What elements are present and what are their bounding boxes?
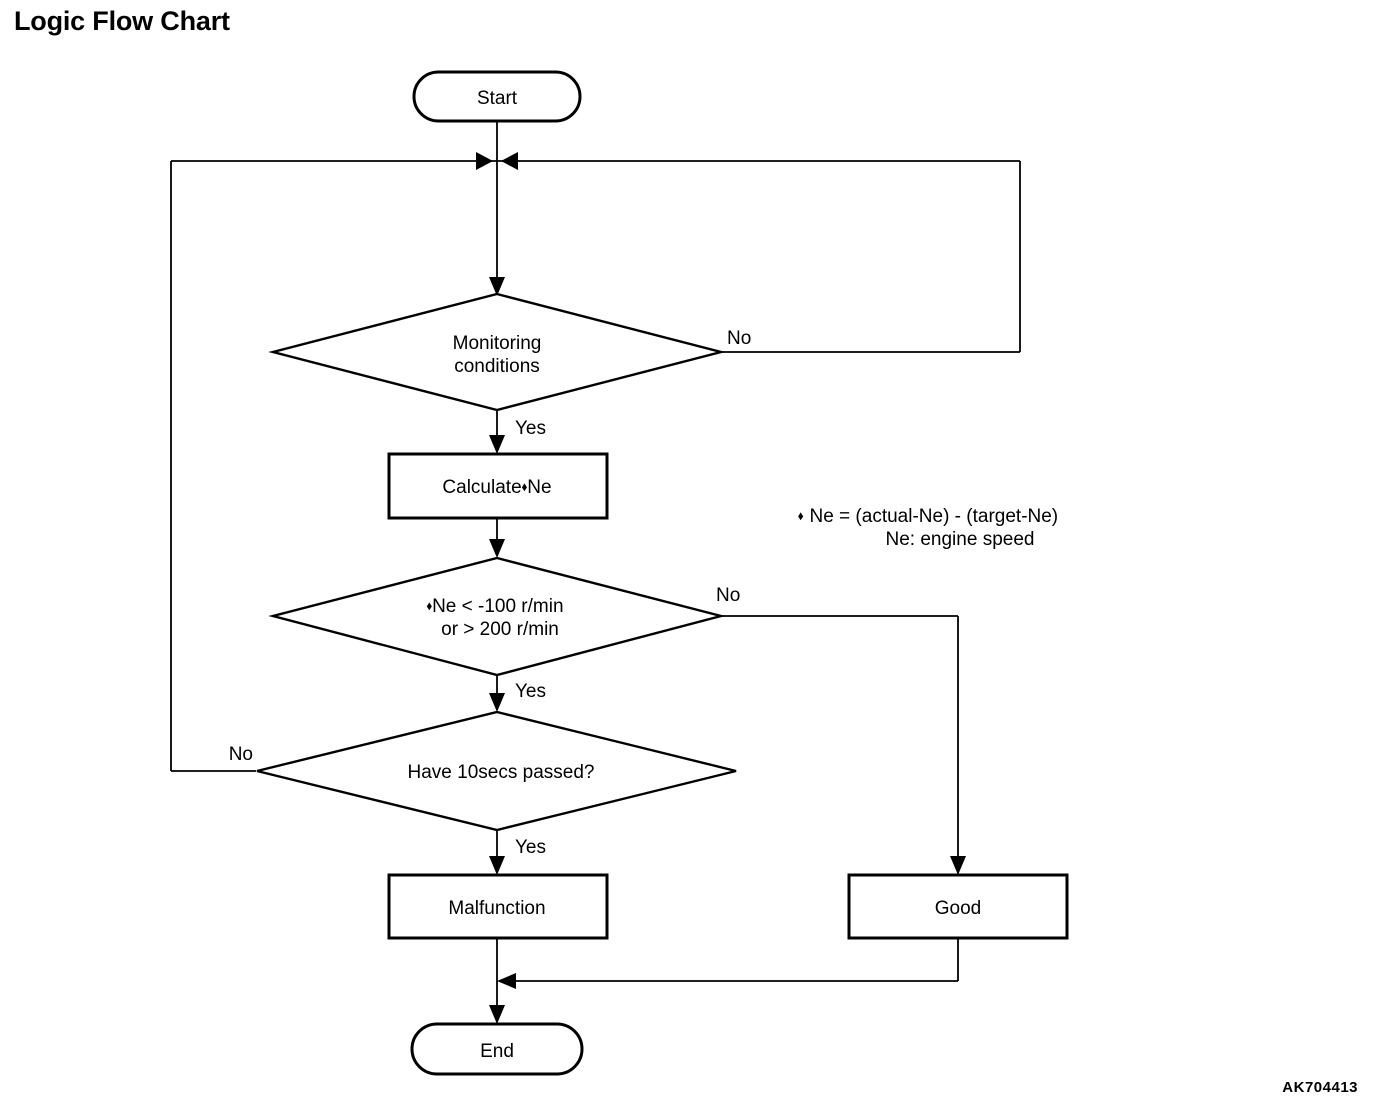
- arrow-merge-from-right: [501, 152, 518, 170]
- node-calculate-suffix: Ne: [527, 477, 551, 498]
- edge-label-timer-yes: Yes: [515, 837, 546, 858]
- edge-label-monitoring-yes: Yes: [515, 418, 546, 439]
- edge-label-threshold-yes: Yes: [515, 681, 546, 702]
- node-calculate[interactable]: [387, 452, 609, 520]
- node-threshold[interactable]: [268, 556, 726, 677]
- arrow-into-monitoring: [489, 277, 505, 296]
- node-malfunction-label: Malfunction: [448, 898, 545, 919]
- arrow-good-merge: [497, 973, 516, 989]
- note-formula-line2: Ne: engine speed: [886, 529, 1035, 550]
- delta-icon: ⬪: [522, 476, 528, 498]
- node-start-label: Start: [477, 88, 518, 109]
- node-malfunction[interactable]: [387, 873, 609, 940]
- arrow-into-timer: [489, 693, 505, 712]
- arrow-merge-from-left: [476, 152, 493, 170]
- delta-icon-threshold: ⬪: [426, 595, 432, 617]
- node-calculate-label: Calculate⬪Ne: [442, 476, 551, 498]
- node-monitoring-conditions[interactable]: [268, 292, 726, 412]
- arrow-into-calculate: [489, 435, 505, 454]
- node-threshold-line1: ⬪Ne < -100 r/min: [426, 595, 563, 617]
- node-monitoring-line1: Monitoring: [453, 333, 542, 354]
- edge-label-timer-no: No: [229, 744, 253, 765]
- node-threshold-line2: or > 200 r/min: [441, 619, 559, 640]
- node-end-label: End: [480, 1041, 514, 1062]
- reference-code: AK704413: [1282, 1079, 1358, 1096]
- arrow-into-malfunction: [489, 856, 505, 875]
- arrow-into-threshold: [489, 539, 505, 558]
- arrow-into-end: [489, 1005, 505, 1024]
- arrow-into-good: [950, 856, 966, 875]
- note-formula-line1: ⬪Ne = (actual-Ne) - (target-Ne): [798, 505, 1058, 527]
- node-timer-label: Have 10secs passed?: [408, 762, 595, 783]
- delta-icon-note: ⬪: [798, 505, 804, 527]
- node-calculate-prefix: Calculate: [442, 477, 521, 498]
- node-start[interactable]: [412, 70, 582, 123]
- node-timer[interactable]: [256, 710, 737, 832]
- node-threshold-line1-text: Ne < -100 r/min: [432, 596, 563, 617]
- node-good[interactable]: [847, 873, 1069, 940]
- page-title: Logic Flow Chart: [14, 6, 230, 36]
- edge-label-threshold-no: No: [716, 585, 740, 606]
- node-end[interactable]: [410, 1022, 584, 1076]
- note-formula-text: Ne = (actual-Ne) - (target-Ne): [809, 506, 1058, 527]
- edge-label-monitoring-no: No: [727, 328, 751, 349]
- node-monitoring-line2: conditions: [454, 356, 540, 377]
- node-good-label: Good: [935, 898, 981, 919]
